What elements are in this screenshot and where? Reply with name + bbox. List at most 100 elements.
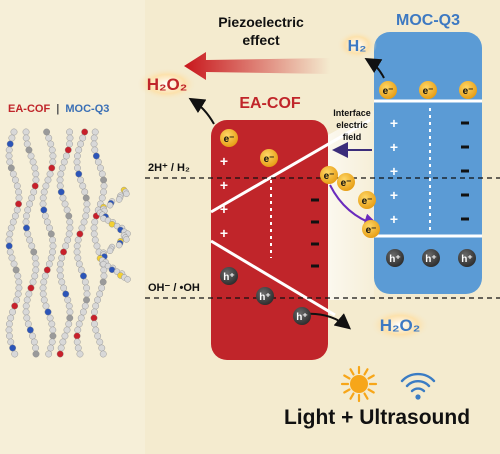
atom [49, 152, 57, 160]
atom [5, 236, 13, 244]
atom [6, 140, 14, 148]
hole-label: h⁺ [223, 272, 234, 283]
piezo-label-line2: effect [242, 32, 280, 48]
h2o2-top-glow [137, 68, 197, 100]
h-level-label: 2H⁺ / H₂ [148, 162, 190, 174]
atom [100, 188, 107, 196]
atom [32, 176, 40, 184]
hole-dot [422, 249, 440, 267]
atom [32, 260, 40, 268]
hole-label: h⁺ [461, 254, 472, 265]
hole: h⁺ [386, 249, 404, 267]
atom [90, 230, 98, 238]
hole-dot [293, 307, 311, 325]
h2-product: H₂ [348, 38, 367, 55]
atom [11, 302, 19, 310]
atom [91, 128, 99, 136]
atom [99, 278, 107, 286]
interface-label-line1: Interface [333, 108, 371, 118]
atom [124, 276, 131, 283]
atom [62, 152, 70, 160]
atom [49, 158, 57, 166]
atom [22, 302, 30, 310]
electron-dot [459, 81, 477, 99]
moc-q3-block: MOC-Q3 +++++ [374, 12, 482, 294]
atom [100, 182, 108, 190]
cof-stacked-chains [5, 128, 108, 358]
minus-sign [461, 145, 469, 149]
atom [81, 188, 89, 196]
moc-q3-title: MOC-Q3 [396, 12, 460, 29]
atom [94, 158, 102, 166]
atom [48, 146, 56, 154]
atom [31, 164, 39, 172]
atom [47, 254, 55, 262]
atom [83, 290, 91, 298]
hole: h⁺ [220, 267, 238, 285]
atom [23, 212, 30, 220]
atom [8, 134, 16, 142]
h2-arrow [364, 57, 385, 79]
atom [115, 196, 123, 203]
atom [9, 170, 17, 178]
atom [30, 248, 38, 256]
atom [27, 152, 35, 160]
atom [23, 296, 31, 304]
atom [73, 332, 81, 340]
atom [6, 230, 14, 238]
electron-dot [379, 81, 397, 99]
atom [26, 326, 34, 334]
atom [79, 182, 87, 190]
atom [46, 170, 54, 178]
atom [44, 308, 52, 316]
atom [28, 242, 36, 250]
atom [32, 344, 39, 352]
piezoelectric-arrow [184, 52, 330, 80]
atom [57, 188, 65, 196]
electron: e⁻ [419, 81, 437, 99]
atom [92, 326, 100, 334]
atom [24, 206, 32, 214]
atom [74, 236, 82, 244]
atom [66, 134, 74, 142]
atom [39, 290, 47, 298]
atom [40, 278, 48, 286]
atom [92, 152, 100, 160]
atom [6, 320, 13, 328]
atom [8, 254, 16, 262]
atom [29, 158, 37, 166]
atom [30, 188, 38, 196]
atom [32, 170, 40, 178]
atom [99, 350, 107, 358]
atom [98, 344, 106, 352]
electron-label: e⁻ [383, 86, 394, 97]
atom [15, 278, 23, 286]
atom [57, 344, 65, 352]
atom [91, 308, 98, 316]
atom [42, 302, 50, 310]
atom [47, 140, 55, 148]
atom [92, 302, 100, 310]
hole-dot [220, 267, 238, 285]
atom [49, 332, 57, 340]
atom [11, 212, 19, 220]
atom [13, 206, 21, 214]
atom [45, 260, 53, 268]
atom [23, 314, 31, 322]
atom [58, 164, 66, 172]
atom [100, 176, 107, 184]
electron-label: e⁻ [264, 154, 275, 165]
atom [96, 338, 104, 346]
atom [59, 194, 67, 202]
atom [58, 254, 66, 262]
atom [59, 338, 67, 346]
ea-cof-positive-charges: ++++ [220, 153, 228, 241]
electron-label: e⁻ [224, 134, 235, 145]
atom [94, 296, 101, 304]
atom [10, 260, 18, 268]
atom [76, 230, 84, 238]
atom [77, 176, 85, 184]
h2-glow [337, 31, 377, 59]
plus-sign: + [390, 187, 398, 203]
atom [31, 254, 39, 262]
